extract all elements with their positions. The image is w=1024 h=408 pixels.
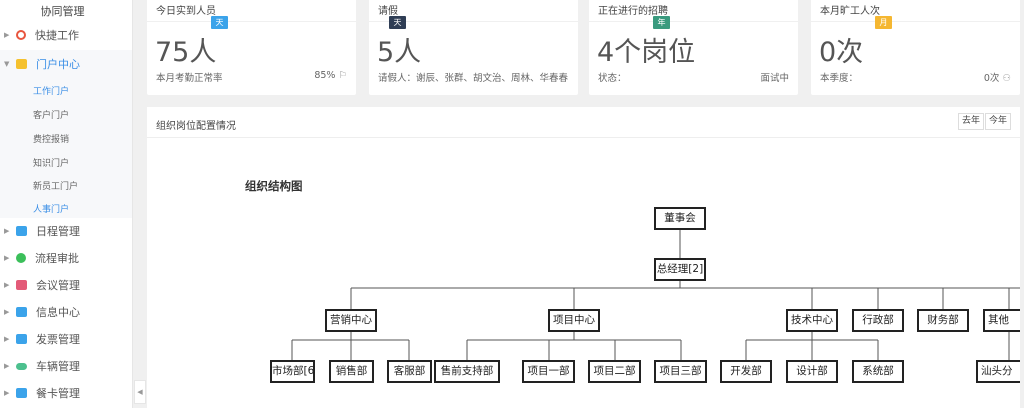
card-value: 5人 (377, 37, 422, 68)
sidebar-sub-new-employee[interactable]: 新员工门户 (33, 182, 79, 192)
sidebar: 协同管理 ▶快捷工作 ▼门户中心 工作门户 客户门户 费控报销 知识门户 新员工… (0, 0, 133, 408)
period-badge: 月 (875, 16, 892, 29)
org-node-project-center[interactable]: 项目中心 (548, 309, 600, 332)
org-node-admin[interactable]: 行政部 (852, 309, 904, 332)
user-icon: ⚇ (1002, 73, 1011, 84)
org-node-system[interactable]: 系统部 (852, 360, 904, 383)
sidebar-item-meal[interactable]: ▶餐卡管理 (4, 387, 80, 400)
box-icon (16, 388, 27, 398)
org-node-board[interactable]: 董事会 (654, 207, 706, 230)
folder-icon (16, 226, 27, 236)
car-icon (16, 362, 27, 370)
org-node-finance[interactable]: 财务部 (917, 309, 969, 332)
sidebar-item-approval[interactable]: ▶流程审批 (4, 252, 79, 265)
org-node-project-3[interactable]: 项目三部 (654, 360, 707, 383)
card-value: 0次 (819, 37, 864, 68)
card-value: 4个岗位 (597, 37, 696, 68)
caret-right-icon: ▶ (4, 308, 10, 316)
org-panel: 组织岗位配置情况 去年 今年 组织结构图 董事会 总经理[2] 营销中心 项目中… (147, 107, 1020, 408)
sidebar-sub-expense[interactable]: 费控报销 (33, 135, 70, 145)
org-node-sales[interactable]: 销售部 (329, 360, 374, 383)
this-year-button[interactable]: 今年 (985, 113, 1012, 130)
org-node-design[interactable]: 设计部 (786, 360, 838, 383)
org-node-marketing-center[interactable]: 营销中心 (325, 309, 377, 332)
folder-icon (16, 59, 27, 69)
org-node-presales[interactable]: 售前支持部 (434, 360, 500, 383)
sidebar-item-portal-center[interactable]: ▼门户中心 (4, 58, 80, 71)
sidebar-item-vehicle[interactable]: ▶车辆管理 (4, 360, 80, 373)
sidebar-item-meeting[interactable]: ▶会议管理 (4, 279, 80, 292)
flag-icon: ⚐ (338, 70, 347, 81)
period-badge: 天 (389, 16, 406, 29)
sidebar-item-schedule[interactable]: ▶日程管理 (4, 225, 80, 238)
org-connectors (291, 229, 1020, 360)
period-badge: 天 (211, 16, 228, 29)
org-node-project-1[interactable]: 项目一部 (522, 360, 575, 383)
org-node-dev[interactable]: 开发部 (720, 360, 772, 383)
sidebar-sub-work-portal[interactable]: 工作门户 (33, 87, 70, 97)
caret-right-icon: ▶ (4, 227, 10, 235)
caret-right-icon: ▶ (4, 254, 10, 262)
org-node-other[interactable]: 其他 (983, 309, 1020, 332)
card-recruiting: 正在进行的招聘 年 4个岗位 状态： 面试中 (589, 0, 798, 95)
sidebar-sub-hr-portal[interactable]: 人事门户 (33, 205, 70, 215)
caret-right-icon: ▶ (4, 31, 10, 39)
flow-icon (16, 253, 26, 263)
org-node-gm[interactable]: 总经理[2] (654, 258, 706, 281)
card-attendance: 今日实到人员 天 75人 本月考勤正常率 85% ⚐ (147, 0, 356, 95)
caret-down-icon: ▼ (4, 60, 10, 68)
sidebar-sub-knowledge[interactable]: 知识门户 (33, 159, 70, 169)
sidebar-sub-customer-portal[interactable]: 客户门户 (33, 111, 70, 121)
sidebar-item-invoice[interactable]: ▶发票管理 (4, 333, 80, 346)
org-node-tech-center[interactable]: 技术中心 (786, 309, 838, 332)
org-node-market[interactable]: 市场部[6] (270, 360, 315, 383)
last-year-button[interactable]: 去年 (958, 113, 985, 130)
sidebar-item-info[interactable]: ▶信息中心 (4, 306, 80, 319)
chart-title: 组织结构图 (245, 179, 303, 193)
caret-right-icon: ▶ (4, 335, 10, 343)
card-absence: 本月旷工人次 月 0次 本季度： 0次 ⚇ (811, 0, 1020, 95)
caret-right-icon: ▶ (4, 281, 10, 289)
target-icon (16, 30, 26, 40)
box-icon (16, 307, 27, 317)
folder-icon (16, 280, 27, 290)
org-node-project-2[interactable]: 项目二部 (588, 360, 641, 383)
box-icon (16, 334, 27, 344)
card-leave: 请假 天 5人 请假人：谢辰、张群、胡文治、周林、华春春 (369, 0, 578, 95)
leave-footer: 请假人：谢辰、张群、胡文治、周林、华春春 (378, 70, 574, 84)
leave-label: 请假人： (378, 73, 417, 84)
caret-right-icon: ▶ (4, 362, 10, 370)
caret-right-icon: ▶ (4, 389, 10, 397)
org-node-shantou[interactable]: 汕头分 (976, 360, 1020, 383)
sidebar-item-quick-work[interactable]: ▶快捷工作 (4, 29, 79, 42)
org-node-service[interactable]: 客服部 (387, 360, 432, 383)
period-badge: 年 (653, 16, 670, 29)
panel-title: 组织岗位配置情况 (156, 121, 236, 132)
sidebar-title: 协同管理 (40, 5, 85, 18)
sidebar-collapse-button[interactable]: ◀ (134, 380, 146, 404)
leave-names: 谢辰、张群、胡文治、周林、华春春 (416, 73, 569, 84)
card-value: 75人 (155, 37, 217, 68)
